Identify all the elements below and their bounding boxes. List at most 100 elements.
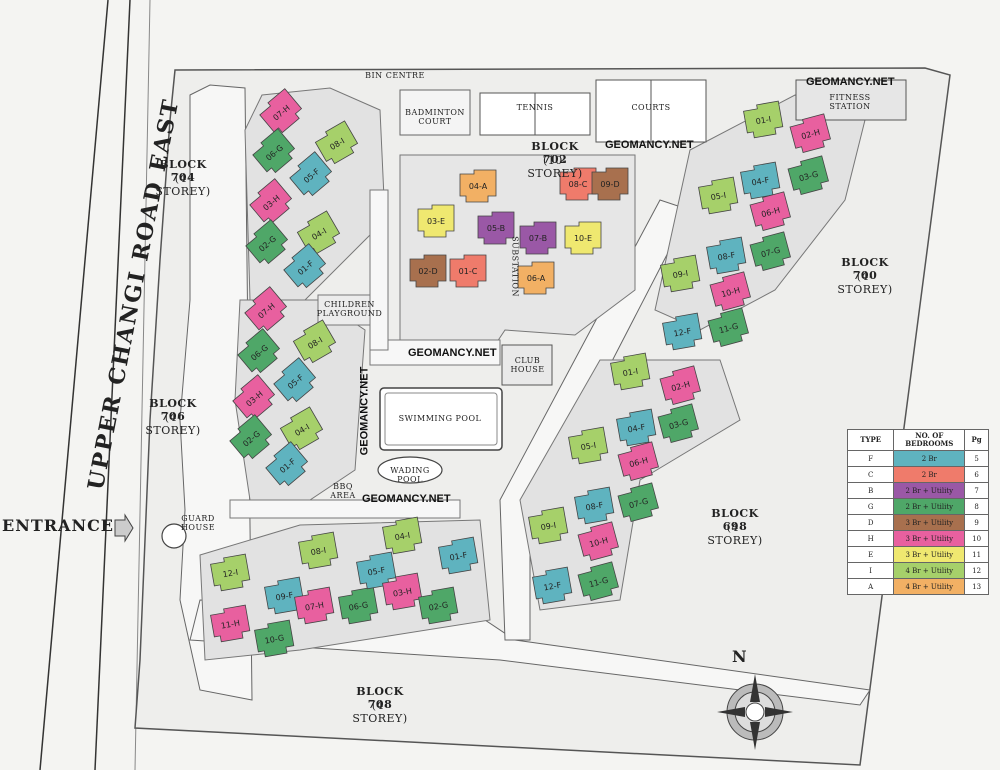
- unit-label: 02-G: [428, 600, 449, 612]
- unit-shape: [417, 204, 455, 238]
- legend-header-bedrooms: NO. OF BEDROOMS: [893, 429, 966, 451]
- unit-block: 12-F: [532, 566, 573, 605]
- unit-shape: [532, 566, 573, 605]
- unit-shape: [574, 486, 615, 525]
- unit-shape: [617, 441, 659, 481]
- guard-house-roundabout: [161, 523, 187, 549]
- upper-changi-road: [39, 0, 151, 770]
- unit-shape: [459, 169, 497, 203]
- block-708-label: BLOCK 708: [356, 685, 404, 711]
- block-700-storey: (4-STOREY): [837, 270, 893, 296]
- block-706-label: BLOCK 706: [149, 397, 197, 423]
- unit-label: 01-F: [449, 550, 468, 562]
- unit-label: 08-I: [310, 546, 327, 558]
- unit-shape: [528, 506, 569, 545]
- unit-label: 09-D: [600, 180, 619, 189]
- unit-shape: [232, 374, 276, 420]
- unit-block: 01-I: [610, 352, 651, 391]
- legend-bedrooms: 3 Br + Utility: [893, 514, 966, 531]
- badminton-court: [399, 89, 471, 136]
- unit-shape: [749, 231, 791, 271]
- unit-label: 08-C: [569, 180, 588, 189]
- unit-shape: [707, 307, 749, 347]
- unit-shape: [229, 414, 273, 460]
- unit-shape: [740, 161, 781, 200]
- legend-bedrooms: 2 Br: [893, 466, 966, 483]
- unit-shape: [382, 516, 423, 555]
- unit-block: 03-G: [787, 155, 829, 195]
- unit-label: 09-F: [275, 590, 294, 602]
- unit-block: 09-I: [528, 506, 569, 545]
- unit-label: 10-G: [264, 633, 285, 645]
- unit-shape: [245, 219, 289, 265]
- unit-shape: [517, 261, 555, 295]
- unit-shape: [577, 561, 619, 601]
- unit-block: 03-H: [232, 374, 276, 420]
- unit-label: 07-H: [304, 600, 324, 612]
- unit-shape: [657, 403, 699, 443]
- legend-page: 12: [964, 562, 989, 579]
- legend-type: F: [846, 450, 895, 467]
- legend-page: 10: [964, 530, 989, 547]
- unit-label: 01-I: [622, 367, 639, 379]
- unit-shape: [660, 254, 701, 293]
- unit-shape: [254, 619, 295, 658]
- entrance-label: ENTRANCE: [2, 516, 114, 535]
- unit-block: 08-F: [706, 236, 747, 275]
- unit-block: 05-I: [568, 426, 609, 465]
- legend-type: H: [846, 530, 895, 547]
- unit-block: 04-F: [740, 161, 781, 200]
- unit-shape: [662, 312, 703, 351]
- unit-block: 07-B: [519, 221, 557, 255]
- unit-block: 02-G: [245, 219, 289, 265]
- wading-pool-label: WADING POOL: [390, 466, 430, 484]
- unit-block: 08-I: [292, 319, 337, 364]
- unit-label: 08-F: [585, 500, 604, 512]
- legend-bedrooms: 3 Br + Utility: [893, 530, 966, 547]
- unit-shape: [617, 482, 659, 522]
- club-house-label: CLUB HOUSE: [510, 356, 545, 374]
- legend-page: 5: [964, 450, 989, 467]
- unit-shape: [743, 100, 784, 139]
- unit-label: 04-I: [394, 531, 411, 543]
- unit-block: 11-G: [577, 561, 619, 601]
- fitness-station-label: FITNESS STATION: [829, 93, 871, 111]
- unit-shape: [265, 441, 309, 487]
- unit-block: 02-G: [418, 586, 459, 625]
- unit-shape: [564, 221, 602, 255]
- unit-block: 07-H: [244, 286, 288, 332]
- unit-shape: [789, 113, 831, 153]
- unit-block: 06-H: [749, 191, 791, 231]
- unit-shape: [273, 357, 317, 403]
- legend-type: C: [846, 466, 895, 483]
- unit-label: 03-H: [392, 586, 412, 598]
- unit-shape: [616, 408, 657, 447]
- legend-bedrooms: 4 Br + Utility: [893, 578, 966, 595]
- courts-label: COURTS: [631, 103, 671, 112]
- unit-label: 08-F: [717, 250, 736, 262]
- unit-label: 12-F: [673, 326, 692, 338]
- unit-block: 01-F: [265, 441, 309, 487]
- unit-block: 01-C: [449, 254, 487, 288]
- legend-type: E: [846, 546, 895, 563]
- legend-page: 11: [964, 546, 989, 563]
- unit-block: 05-F: [289, 151, 333, 197]
- legend-page: 6: [964, 466, 989, 483]
- unit-block: 05-F: [273, 357, 317, 403]
- unit-label: 09-I: [672, 269, 689, 281]
- tennis-label: TENNIS: [516, 103, 554, 112]
- unit-shape: [338, 586, 379, 625]
- unit-block: 10-H: [577, 521, 619, 561]
- unit-block: 06-G: [252, 128, 296, 174]
- unit-block: 10-G: [254, 619, 295, 658]
- watermark-top: GEOMANCY.NET: [806, 76, 895, 88]
- legend-header-pg: Pg: [964, 429, 989, 451]
- walkway: [369, 339, 501, 366]
- entrance-arrow-icon: [114, 513, 134, 543]
- north-label: N: [732, 647, 748, 666]
- unit-label: 06-G: [348, 600, 369, 612]
